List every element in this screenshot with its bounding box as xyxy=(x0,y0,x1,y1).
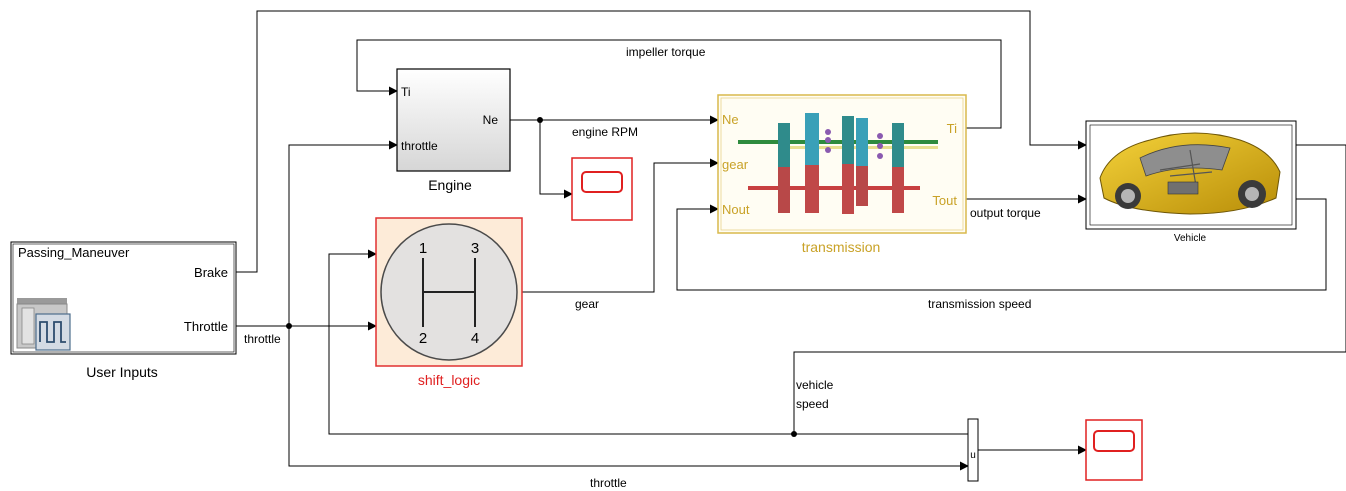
impeller-torque-label: impeller torque xyxy=(626,45,706,59)
engine-rpm-scope[interactable] xyxy=(571,157,633,221)
engine-rpm-scope-branch[interactable] xyxy=(539,120,573,199)
vehicle-speed-signal-line[interactable] xyxy=(793,144,1346,434)
transmission-name: transmission xyxy=(802,239,881,255)
branch-point-throttle xyxy=(286,323,292,329)
throttle-port-label: Throttle xyxy=(184,319,228,334)
gear-4-label: 4 xyxy=(471,330,479,347)
transmission-block[interactable]: Ne gear Nout Ti Tout xyxy=(717,94,967,234)
vehicle-speed-to-shift-logic[interactable] xyxy=(328,249,968,435)
signal-editor-icon xyxy=(16,298,71,351)
transmission-tout-port: Tout xyxy=(932,193,957,208)
transmission-gear-port: gear xyxy=(722,157,749,172)
vehicle-speed-label-2: speed xyxy=(796,397,829,411)
engine-ti-port: Ti xyxy=(401,85,411,99)
engine-throttle-port: throttle xyxy=(401,139,438,153)
transmission-speed-label: transmission speed xyxy=(928,297,1031,311)
engine-block[interactable]: Ti throttle Ne xyxy=(396,68,511,172)
engine-name: Engine xyxy=(428,177,472,193)
throttle-to-mux[interactable] xyxy=(288,326,969,471)
mux-port-label: u xyxy=(970,450,976,461)
shift-logic-name: shift_logic xyxy=(418,372,480,388)
gear-3-label: 3 xyxy=(471,240,479,257)
shift-logic-block[interactable]: 1 3 2 4 xyxy=(375,217,523,367)
user-inputs-name: User Inputs xyxy=(86,364,158,380)
throttle-upper-label: throttle xyxy=(244,332,281,346)
gearset-image xyxy=(738,113,938,214)
transmission-nout-port: Nout xyxy=(722,202,750,217)
branch-point-ne xyxy=(537,117,543,123)
engine-rpm-label: engine RPM xyxy=(572,125,638,139)
user-inputs-block[interactable]: Passing_Maneuver Brake Throttle xyxy=(10,241,237,355)
gear-2-label: 2 xyxy=(419,330,427,347)
gear-signal-line[interactable] xyxy=(522,158,719,293)
vehicle-speed-label-1: vehicle xyxy=(796,378,834,392)
gear-label: gear xyxy=(575,297,599,311)
throttle-lower-label: throttle xyxy=(590,476,627,490)
branch-point-speed xyxy=(791,431,797,437)
throttle-to-engine[interactable] xyxy=(288,140,398,326)
brake-signal-line[interactable] xyxy=(236,10,1087,273)
gear-1-label: 1 xyxy=(419,240,427,257)
output-torque-label: output torque xyxy=(970,206,1041,220)
car-cutaway-image xyxy=(1099,132,1281,215)
output-scope[interactable] xyxy=(1085,419,1143,481)
transmission-ti-port: Ti xyxy=(947,121,957,136)
vehicle-block[interactable] xyxy=(1085,120,1297,230)
user-inputs-title: Passing_Maneuver xyxy=(18,245,130,260)
vehicle-name: Vehicle xyxy=(1174,233,1207,244)
mux-block[interactable]: u xyxy=(967,418,979,482)
impeller-torque-signal-line[interactable] xyxy=(356,39,1002,129)
transmission-speed-signal-line[interactable] xyxy=(676,198,1327,291)
brake-port-label: Brake xyxy=(194,265,228,280)
engine-ne-port: Ne xyxy=(483,113,499,127)
transmission-ne-port: Ne xyxy=(722,112,739,127)
